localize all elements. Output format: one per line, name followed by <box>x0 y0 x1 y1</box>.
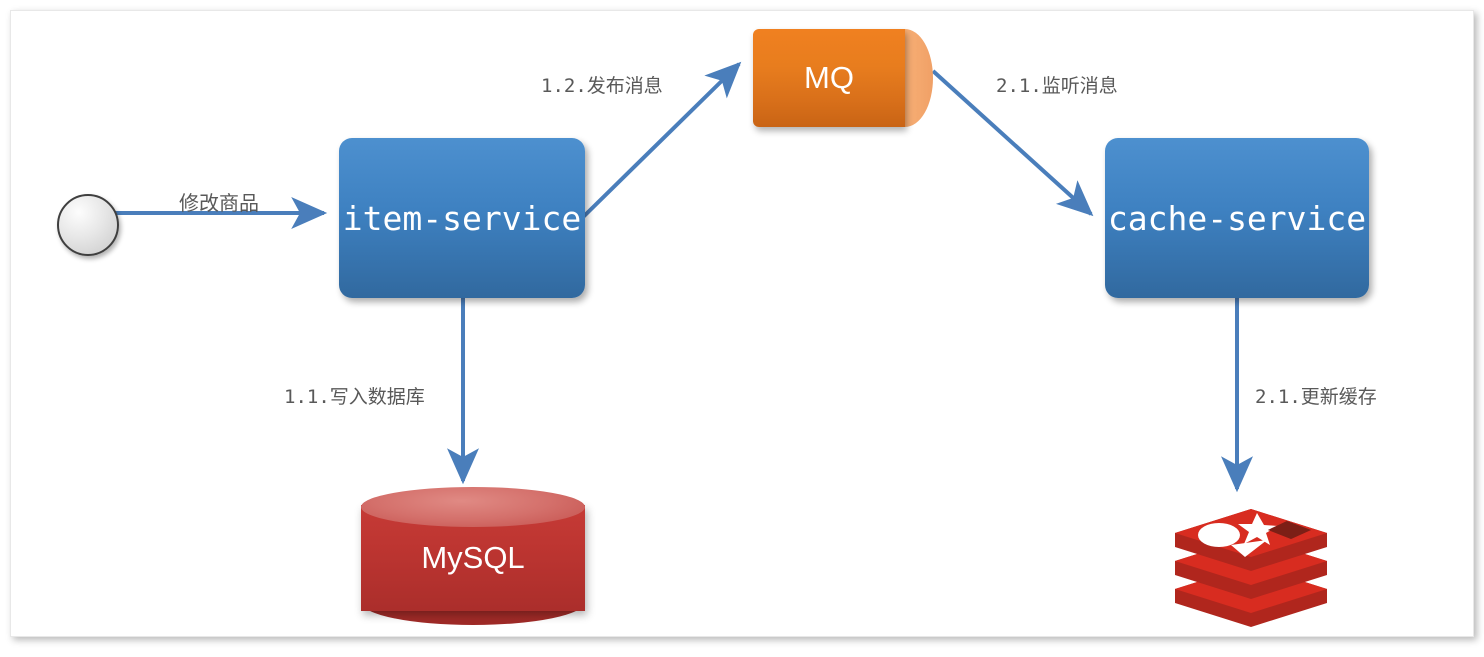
node-item-service[interactable]: item-service <box>339 138 585 298</box>
node-mq[interactable]: MQ <box>753 29 933 127</box>
edge-label-publish-message: 1.2.发布消息 <box>541 75 663 97</box>
node-cache-service[interactable]: cache-service <box>1105 138 1369 298</box>
node-redis[interactable] <box>1171 489 1331 627</box>
node-mysql-label: MySQL <box>421 540 525 575</box>
edge-item-service-to-mq <box>575 61 742 225</box>
node-mysql[interactable]: MySQL <box>361 487 585 629</box>
edge-label-write-db: 1.1.写入数据库 <box>284 386 425 408</box>
edge-label-update-cache: 2.1.更新缓存 <box>1255 386 1377 408</box>
start-node[interactable] <box>57 194 119 256</box>
node-mq-label: MQ <box>804 60 854 95</box>
node-item-service-label: item-service <box>342 198 582 238</box>
diagram-canvas: item-service cache-service MQ MySQL <box>10 10 1474 637</box>
edge-label-listen-message: 2.1.监听消息 <box>996 75 1118 97</box>
mysql-cylinder-top <box>361 487 585 527</box>
connector-layer <box>107 61 1253 493</box>
edge-mq-to-cache-service <box>931 69 1094 217</box>
redis-icon <box>1175 509 1327 627</box>
mq-cylinder-body <box>753 29 905 127</box>
edge-label-modify-item: 修改商品 <box>179 193 259 215</box>
node-cache-service-label: cache-service <box>1107 198 1367 238</box>
